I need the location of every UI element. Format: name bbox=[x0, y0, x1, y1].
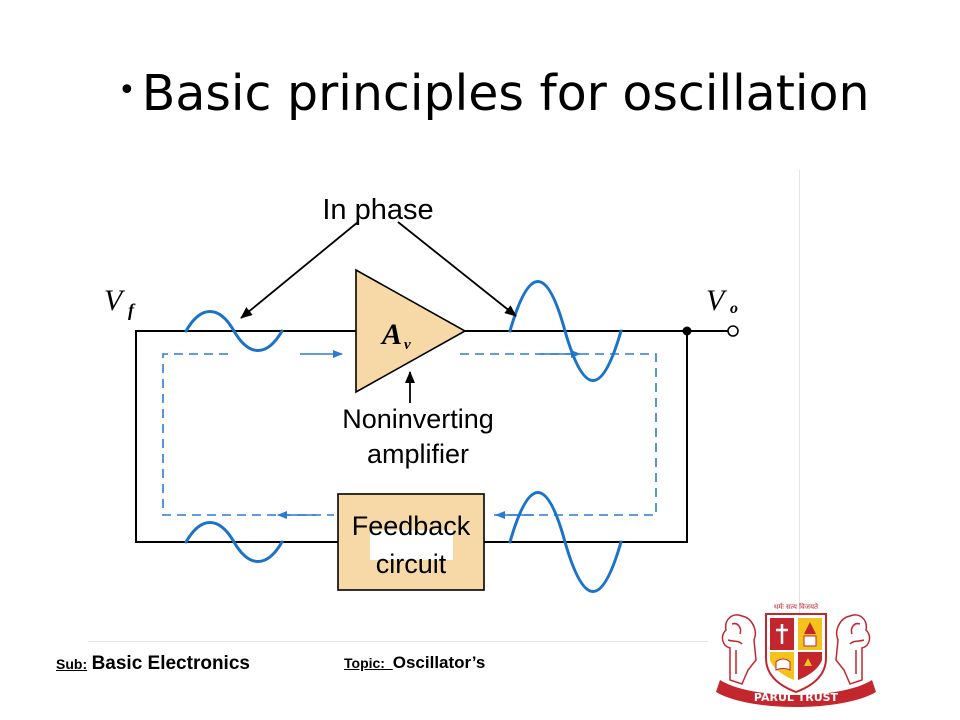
logo-right-lion bbox=[835, 614, 871, 685]
sine-waves bbox=[184, 280, 623, 593]
logo-banner: PARUL TRUST bbox=[716, 680, 876, 707]
flow-path-top-left bbox=[162, 353, 334, 516]
flow-path-top-right bbox=[460, 353, 657, 516]
in-phase-arrow-left bbox=[240, 221, 359, 319]
vo-label-sub: o bbox=[730, 300, 738, 317]
footer-topic-label: Topic: bbox=[344, 655, 393, 671]
footer-divider bbox=[88, 641, 708, 642]
in-phase-label: In phase bbox=[322, 194, 433, 226]
vf-label-main: V bbox=[104, 284, 126, 317]
footer-topic: Topic: Oscillator’s bbox=[344, 653, 485, 673]
logo-motto: धर्मः सत्य विजयते bbox=[774, 602, 819, 611]
amplifier-triangle bbox=[355, 268, 467, 394]
title-bullet: • bbox=[118, 73, 136, 108]
input-sine-wave bbox=[184, 310, 284, 352]
feedback-output-wave bbox=[508, 491, 623, 593]
feedback-label-line2: circuit bbox=[376, 549, 447, 579]
feedback-label-highlight bbox=[370, 530, 453, 560]
logo-banner-text: PARUL TRUST bbox=[754, 691, 839, 704]
in-phase-arrow-right bbox=[397, 221, 517, 317]
parul-trust-logo: धर्मः सत्य विजयते PARUL TRUST bbox=[716, 602, 876, 707]
in-phase-arrows bbox=[240, 221, 517, 319]
title-text: Basic principles for oscillation bbox=[141, 65, 870, 122]
output-terminal bbox=[727, 325, 739, 337]
footer-subject: Sub: Basic Electronics bbox=[56, 653, 250, 675]
feedback-label-line1: Feedback bbox=[352, 511, 471, 541]
flow-arrows bbox=[277, 350, 581, 519]
logo-left-lion bbox=[721, 614, 757, 685]
side-divider bbox=[799, 170, 800, 630]
vf-label-sub: f bbox=[128, 300, 136, 320]
logo-shield bbox=[765, 613, 827, 694]
footer-topic-value: Oscillator’s bbox=[392, 653, 486, 672]
amplifier-caption-line1: Noninverting bbox=[342, 404, 494, 434]
amplifier-gain-subscript: v bbox=[404, 337, 411, 353]
footer-subject-label: Sub: bbox=[56, 656, 88, 672]
footer-subject-value: Basic Electronics bbox=[91, 653, 250, 674]
amplifier-caption-line2: amplifier bbox=[367, 439, 469, 469]
vo-label-main: V bbox=[706, 284, 728, 317]
output-sine-wave bbox=[508, 280, 623, 382]
slide-title: •Basic principles for oscillation bbox=[118, 58, 870, 127]
junction-node bbox=[682, 326, 692, 336]
amplifier-gain-symbol: A bbox=[380, 318, 402, 351]
feedback-input-wave bbox=[184, 521, 284, 563]
